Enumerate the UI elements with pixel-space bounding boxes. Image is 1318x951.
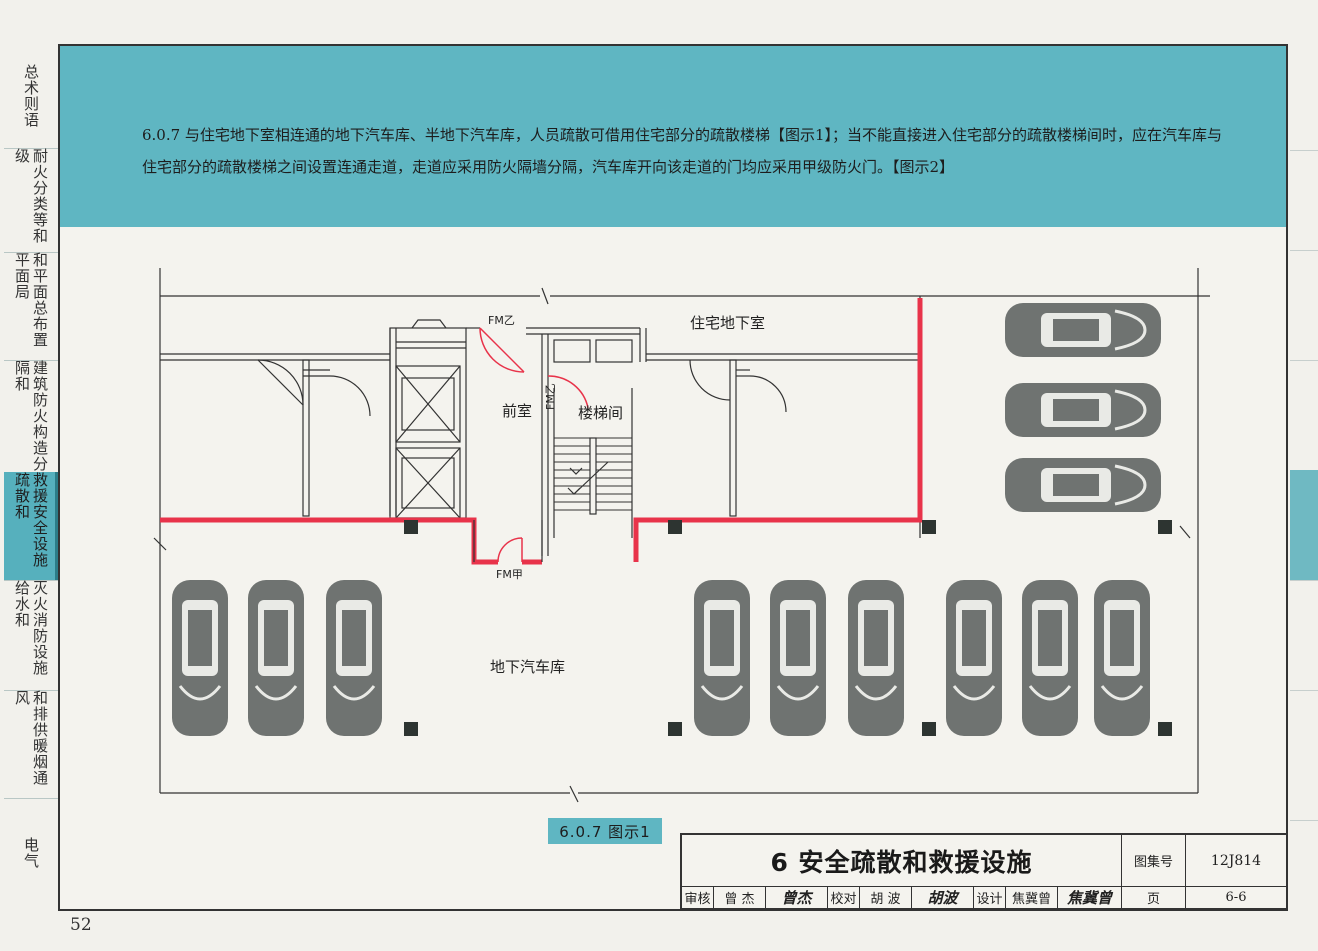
edge-tab [1290,60,1318,151]
car [1022,580,1078,736]
edge-tab [1290,150,1318,251]
edge-tab [1290,580,1318,691]
label-residential-basement: 住宅地下室 [690,314,765,332]
figure-caption: 6.0.7 图示1 [548,818,662,844]
page-number: 52 [70,915,92,935]
column [1158,520,1172,534]
tab-label: 建筑防火构造分隔和 [13,360,49,472]
right-edge-tabs [1290,60,1318,821]
column [668,520,682,534]
parked-cars-horizontal [1005,303,1161,512]
atlas-number: 12J814 [1186,835,1286,887]
tab-label: 总术则语 [22,64,40,128]
title-block: 6 安全疏散和救援设施 图集号 12J814 审核 曾 杰 曾杰 校对 胡 波 … [680,833,1288,911]
fire-doors [479,327,589,563]
sheet-title: 6 安全疏散和救援设施 [682,835,1122,887]
car [1094,580,1150,736]
check-signature: 胡波 [912,887,974,909]
plan-drawing: 住宅地下室 前室 楼梯间 地下汽车库 FM乙 FM乙 FM甲 [153,268,1210,803]
car [848,580,904,736]
tab-general-terms[interactable]: 总术则语 [4,44,58,149]
clause-text: 6.0.7 与住宅地下室相连通的地下汽车库、半地下汽车库，人员疏散可借用住宅部分… [142,126,1222,176]
tab-label: 灭火消防设施给水和 [13,580,49,676]
label-stairwell: 楼梯间 [578,404,623,422]
tab-fire-resistance[interactable]: 耐火分类等和级 [4,148,58,253]
review-name: 曾 杰 [714,887,766,909]
column [404,520,418,534]
car [1005,303,1161,357]
structural-columns [404,520,1172,736]
tab-label: 耐火分类等和级 [13,148,49,244]
page-label: 页 [1122,887,1186,909]
design-name: 焦冀曾 [1006,887,1058,909]
column [922,722,936,736]
column [922,520,936,534]
column [1158,722,1172,736]
break-mark [541,287,549,305]
label-door-fm-yi-stair: FM乙 [544,383,557,410]
tab-hvac-smoke[interactable]: 和排供暖烟通风 [4,690,58,799]
tab-site-plan[interactable]: 和平面总布置平面局 [4,252,58,361]
column [668,722,682,736]
tab-evacuation[interactable]: 救援安全设施疏散和 [4,472,58,581]
edge-tab [1290,360,1318,471]
car [770,580,826,736]
column [404,722,418,736]
clause-box [58,44,1288,227]
design-signature: 焦冀曾 [1058,887,1122,909]
check-label: 校对 [828,887,860,909]
edge-tab [1290,250,1318,361]
tab-electrical[interactable]: 电气 [4,798,58,908]
tab-fire-separation[interactable]: 建筑防火构造分隔和 [4,360,58,473]
car [326,580,382,736]
tab-label: 救援安全设施疏散和 [13,472,49,568]
car [1005,383,1161,437]
tab-fire-water[interactable]: 灭火消防设施给水和 [4,580,58,691]
car [1005,458,1161,512]
car [694,580,750,736]
label-door-fm-yi: FM乙 [488,314,515,327]
car [248,580,304,736]
break-mark [569,785,579,803]
edge-tab [1290,470,1318,581]
design-label: 设计 [974,887,1006,909]
review-label: 审核 [682,887,714,909]
tab-label: 和平面总布置平面局 [13,252,49,348]
break-mark [1179,525,1191,539]
tab-label: 和排供暖烟通风 [13,690,49,786]
break-mark [153,537,167,551]
edge-tab [1290,690,1318,821]
parked-cars-vertical [172,580,1150,736]
review-signature: 曾杰 [766,887,828,909]
label-door-fm-jia: FM甲 [496,568,523,581]
sheet-page-number: 6-6 [1186,887,1286,909]
fire-wall [160,298,923,565]
car [172,580,228,736]
tab-label: 电气 [22,837,40,869]
car [946,580,1002,736]
label-front-room: 前室 [502,402,532,420]
label-garage: 地下汽车库 [490,658,565,676]
atlas-label: 图集号 [1122,835,1186,887]
check-name: 胡 波 [860,887,912,909]
